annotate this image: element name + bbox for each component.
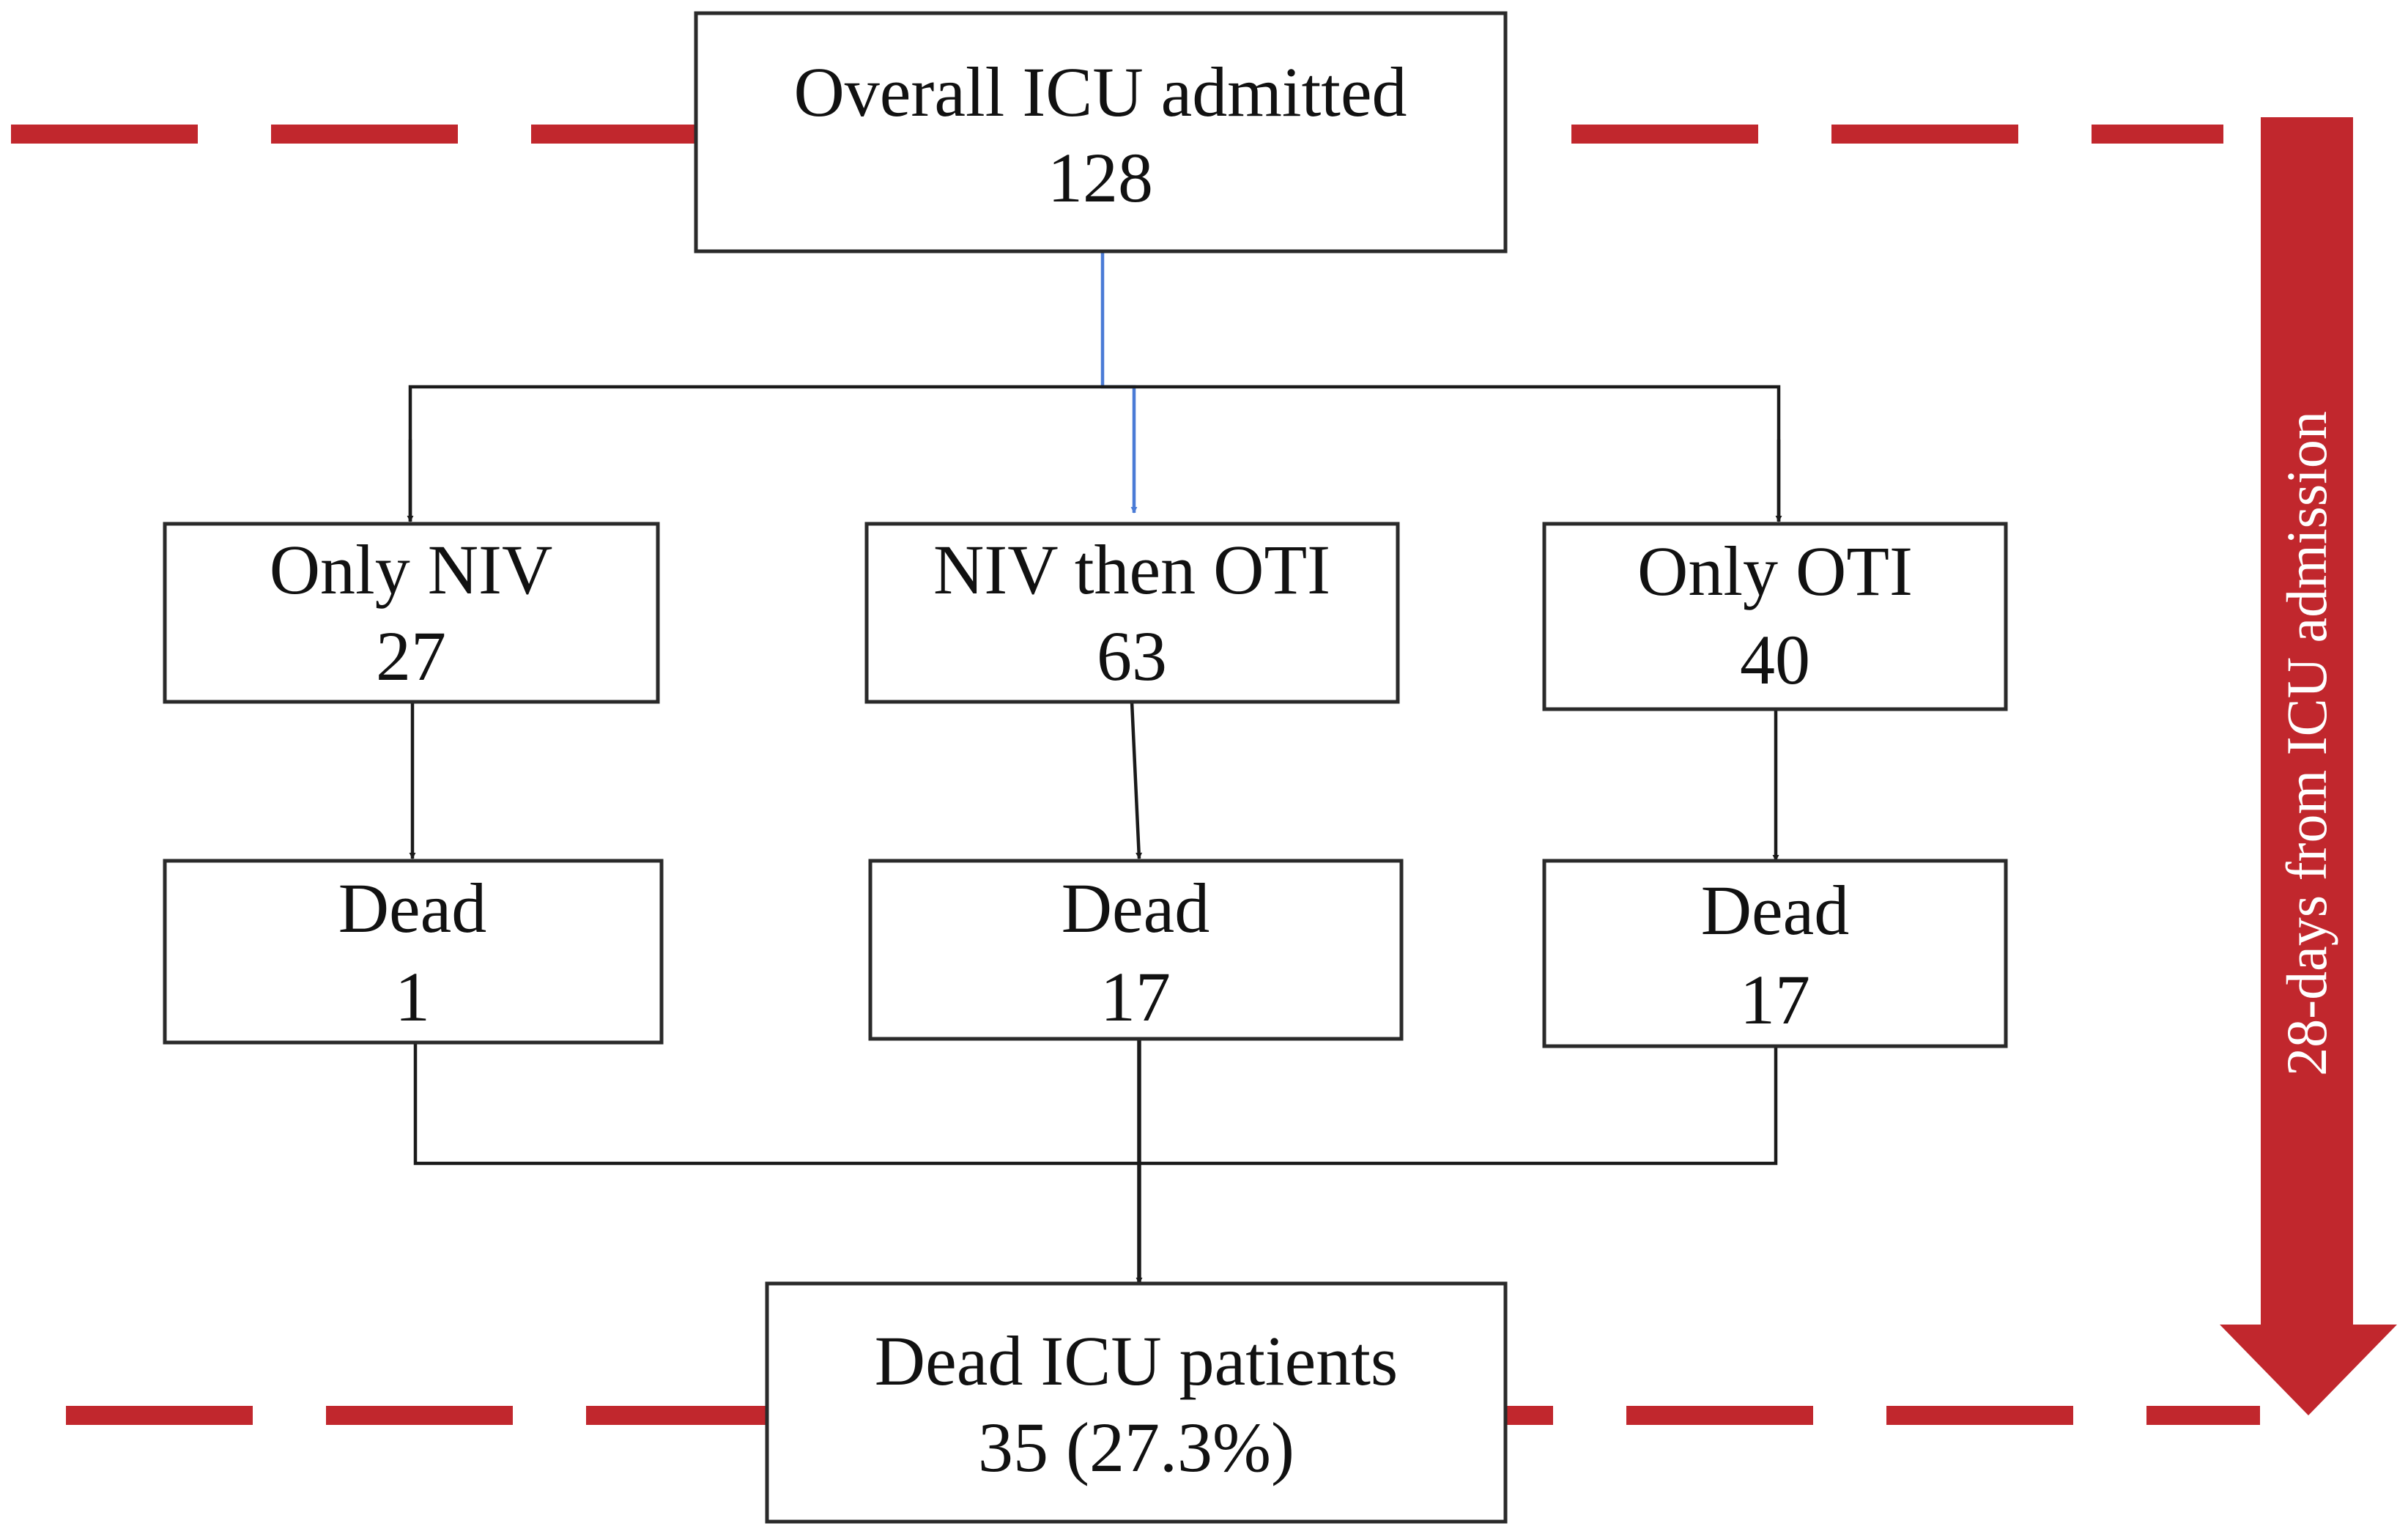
timeline-arrow <box>2220 117 2397 1415</box>
node-niv-then-oti-value: 63 <box>1097 617 1167 695</box>
node-dead-only-oti: Dead 17 <box>1542 859 2008 1048</box>
node-overall-value: 128 <box>1048 138 1153 217</box>
node-only-niv-value: 27 <box>376 617 446 695</box>
connector-overall-stem <box>1100 253 1138 514</box>
node-only-niv-label: Only NIV <box>270 530 553 609</box>
node-dead-total-label: Dead ICU patients <box>875 1322 1398 1400</box>
node-dead-total: Dead ICU patients 35 (27.3%) <box>765 1281 1508 1524</box>
node-only-oti-label: Only OTI <box>1637 532 1913 610</box>
node-overall-label: Overall ICU admitted <box>793 53 1407 131</box>
connectors <box>407 253 1782 1284</box>
node-only-oti: Only OTI 40 <box>1542 522 2008 711</box>
arrow-to-dead-niv-then-oti <box>1130 701 1143 859</box>
timeline-label: 28-days from ICU admission <box>2275 411 2338 1076</box>
node-dead-only-niv-value: 1 <box>395 958 430 1036</box>
node-dead-only-oti-value: 17 <box>1740 960 1810 1039</box>
connector-merge-bar <box>413 1042 1778 1166</box>
node-only-niv: Only NIV 27 <box>163 522 660 704</box>
node-dead-only-niv-label: Dead <box>338 869 487 947</box>
node-dead-niv-then-oti: Dead 17 <box>868 859 1404 1041</box>
connector-branch-bar <box>408 385 1781 522</box>
node-niv-then-oti: NIV then OTI 63 <box>864 522 1400 704</box>
node-dead-niv-then-oti-label: Dead <box>1062 869 1210 947</box>
node-niv-then-oti-label: NIV then OTI <box>933 530 1330 609</box>
node-dead-only-niv: Dead 1 <box>163 859 664 1045</box>
node-overall: Overall ICU admitted 128 <box>694 11 1508 253</box>
node-dead-total-value: 35 (27.3%) <box>978 1408 1294 1486</box>
node-dead-only-oti-label: Dead <box>1701 871 1850 949</box>
node-dead-niv-then-oti-value: 17 <box>1100 958 1171 1036</box>
node-only-oti-value: 40 <box>1740 621 1810 699</box>
